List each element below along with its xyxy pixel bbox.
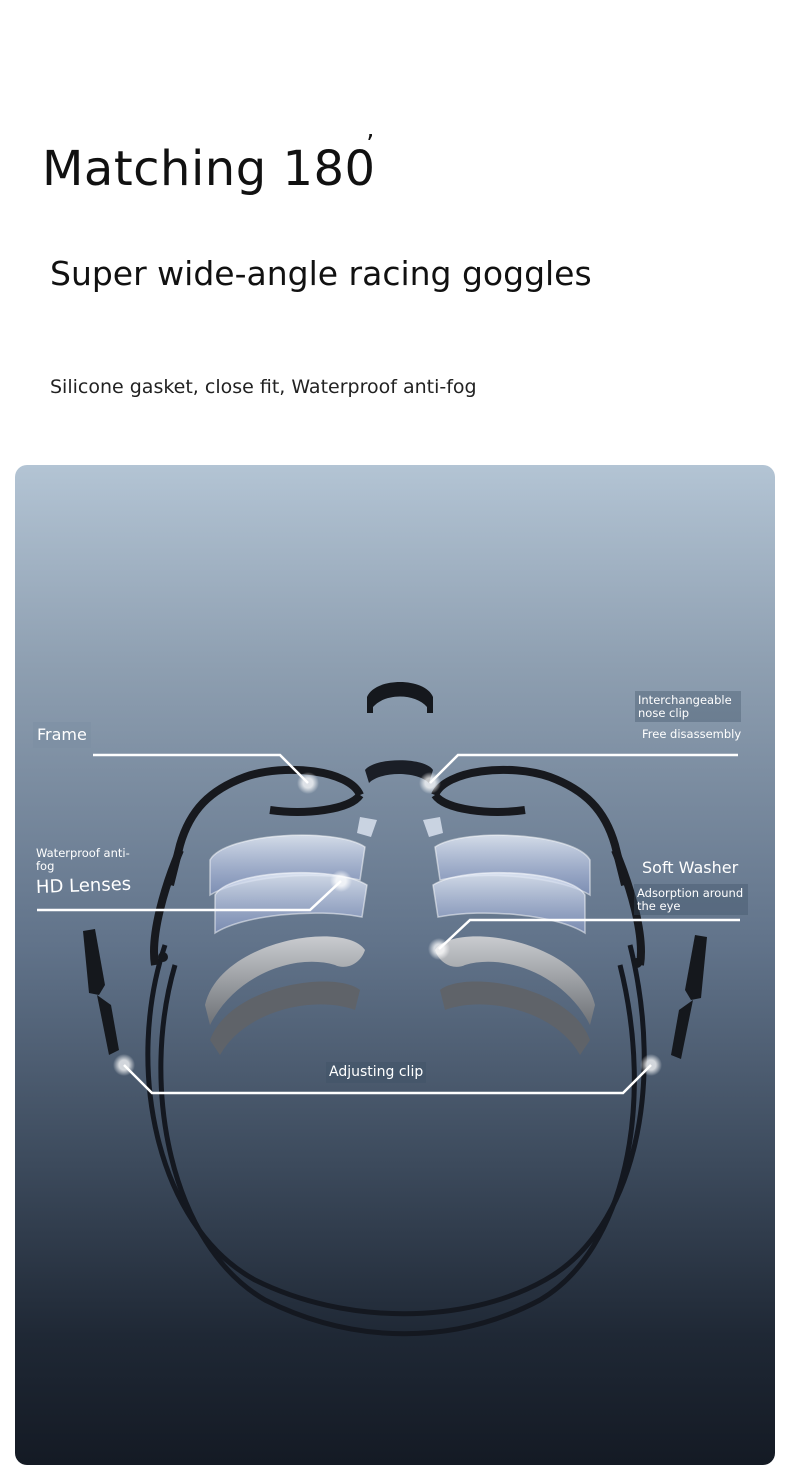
nose-clip-icon (367, 682, 433, 713)
soft-washer-label: Soft Washer (642, 858, 739, 877)
lens-left (209, 817, 377, 935)
adjusting-clip-left (83, 929, 168, 1055)
washer-right (435, 936, 595, 1055)
adjusting-clip-label: Adjusting clip (326, 1062, 427, 1084)
tagline: Silicone gasket, close fit, Waterproof a… (50, 376, 477, 398)
adjusting-clip-right (632, 935, 707, 1059)
washer-left (205, 936, 365, 1055)
headline-mark: ’ (366, 130, 375, 160)
nose-clip-note: Free disassembly (642, 727, 742, 741)
subheadline: Super wide-angle racing goggles (50, 254, 592, 293)
nose-clip-label: Interchangeable nose clip (635, 691, 741, 723)
soft-washer-note: Adsorption around the eye (634, 884, 748, 916)
product-exploded-view: Frame Interchangeable nose clip Free dis… (15, 465, 775, 1465)
callout-dots (113, 772, 662, 1076)
strap (145, 944, 647, 1337)
headline: Matching 180 (42, 141, 376, 197)
callout-lines (37, 753, 740, 1095)
lenses-label: HD Lenses (35, 873, 132, 898)
lens-right (423, 817, 591, 935)
lenses-note: Waterproof anti-fog (36, 846, 130, 873)
frame-right (431, 765, 645, 966)
nose-bridge (365, 760, 433, 783)
frame-label: Frame (33, 722, 91, 748)
goggles-illustration (37, 682, 740, 1337)
